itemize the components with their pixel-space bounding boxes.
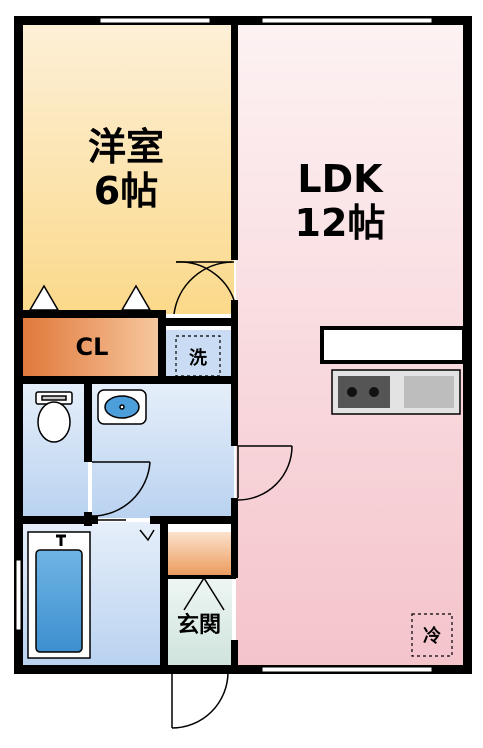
washer-space-floor <box>166 330 234 382</box>
western-room-name: 洋室 <box>88 125 164 169</box>
toilet <box>35 391 73 443</box>
closet-floor <box>22 316 162 378</box>
western-room-size: 6帖 <box>94 169 158 213</box>
sink <box>404 376 454 408</box>
ldk-name: LDK <box>297 157 384 201</box>
windows <box>99 17 433 673</box>
outer-walls <box>14 16 472 674</box>
closet-door-icons <box>28 284 152 311</box>
shoe-box <box>166 532 232 576</box>
wash-basin <box>97 389 147 425</box>
fridge-label: 冷 <box>423 625 441 647</box>
doors <box>91 261 293 729</box>
closet-label: CL <box>76 333 109 361</box>
bath-window <box>15 559 22 631</box>
entrance-label: 玄関 <box>177 612 221 638</box>
bathtub <box>27 531 91 659</box>
fridge-space-outline <box>411 613 453 657</box>
entrance-floor <box>166 578 232 666</box>
kitchen-counter <box>320 326 466 364</box>
kitchen <box>320 326 466 415</box>
washer-label: 洗 <box>189 347 207 369</box>
ldk-size: 12帖 <box>295 201 386 245</box>
interior-walls <box>18 20 238 672</box>
